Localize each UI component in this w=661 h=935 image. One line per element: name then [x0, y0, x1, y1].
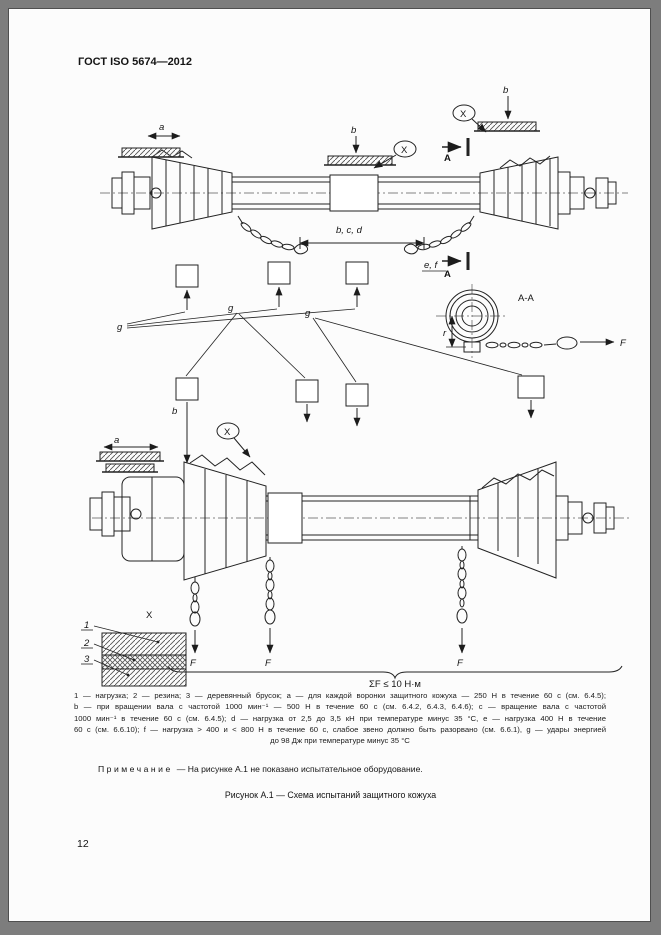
- section-view-aa: A-A r: [436, 284, 627, 358]
- detail-x-label: X: [460, 109, 467, 120]
- figure-key-line: b — при вращении вала с частотой 1000 ми…: [74, 702, 606, 712]
- load-bar-hatch: [477, 121, 537, 132]
- standard-designation: ГОСТ ISO 5674—2012: [78, 56, 193, 68]
- dim-bcd-label: b, c, d: [336, 225, 363, 236]
- impact-g-label: g: [117, 322, 123, 333]
- legend-item-number: 1: [84, 620, 89, 631]
- figure-note: Примечание— На рисунке А.1 не показано и…: [98, 764, 578, 774]
- fixed-support-hatch: [105, 463, 155, 473]
- dim-a-label: a: [114, 435, 119, 446]
- load-b-label: b: [172, 406, 177, 417]
- detail-x-legend: X 1 2 3: [81, 610, 187, 687]
- figure-key: 1 — нагрузка; 2 — резина; 3 — деревянный…: [74, 690, 606, 746]
- impact-block: [267, 261, 291, 285]
- page-number: 12: [77, 838, 89, 850]
- load-bar-hatch: [327, 155, 393, 166]
- chain: [456, 546, 468, 624]
- figure-key-line: до 98 Дж при температуре минус 35 °С: [270, 736, 410, 746]
- section-a-label: A: [444, 269, 451, 280]
- load-layer: [101, 632, 187, 656]
- load-ef-label: e, f: [424, 260, 439, 271]
- radius-r-label: r: [443, 328, 447, 339]
- legend-item-number: 3: [84, 654, 90, 665]
- figure-key-line: 1 — нагрузка; 2 — резина; 3 — деревянный…: [74, 691, 606, 700]
- lower-driveline-drawing: [89, 454, 630, 581]
- impact-block: [345, 261, 369, 285]
- hook-icon: [456, 608, 468, 624]
- force-f-label: F: [190, 658, 197, 669]
- impact-block: [345, 383, 369, 407]
- impact-block: [175, 264, 199, 288]
- chain: [189, 577, 201, 627]
- sum-force-brace: [167, 665, 623, 680]
- force-f-label: F: [620, 338, 627, 349]
- hook-icon: [556, 336, 578, 350]
- rubber-layer: [101, 654, 187, 670]
- load-b-label: b: [503, 85, 508, 96]
- figure-key-line: 1000 мин⁻¹ в течение 60 с (см. 6.4.5); d…: [74, 713, 606, 723]
- fixed-support-hatch: [121, 147, 181, 158]
- legend-item-number: 2: [83, 638, 90, 649]
- hook-icon: [403, 243, 419, 255]
- chain: [485, 336, 578, 350]
- note-label: Примечание: [98, 764, 173, 774]
- chain: [237, 215, 309, 255]
- hook-icon: [264, 609, 276, 625]
- sum-force-label: ΣF ≤ 10 Н·м: [369, 679, 421, 690]
- dim-a-label: a: [159, 122, 164, 133]
- upper-annotations: a b X b X A A: [118, 85, 540, 280]
- hook-icon: [293, 243, 309, 255]
- impact-block: [175, 377, 199, 401]
- hook-icon: [189, 611, 201, 627]
- impact-g-label: g: [305, 308, 311, 319]
- impact-block: [517, 375, 545, 399]
- section-a-label: A: [444, 153, 451, 164]
- figure-key-line: 60 с (см. 6.6.10); f — нагрузка > 400 и …: [74, 724, 606, 734]
- section-view-title: A-A: [518, 293, 535, 304]
- impact-block: [295, 379, 319, 403]
- impact-g-label: g: [228, 303, 234, 314]
- chain: [403, 215, 475, 255]
- detail-x-label: X: [401, 145, 408, 156]
- detail-x-title: X: [146, 610, 153, 621]
- force-f-label: F: [265, 658, 272, 669]
- fixed-support-hatch: [99, 451, 161, 462]
- detail-x-label: X: [224, 427, 231, 438]
- impact-test-blocks: g g g b: [117, 261, 545, 464]
- lower-annotations: a X F: [96, 422, 623, 690]
- load-b-label: b: [351, 125, 356, 136]
- note-text: — На рисунке А.1 не показано испытательн…: [176, 764, 423, 774]
- force-f-label: F: [457, 658, 464, 669]
- chain: [264, 557, 276, 625]
- figure-caption: Рисунок А.1 — Схема испытаний защитного …: [224, 790, 437, 800]
- wood-layer: [101, 668, 187, 687]
- upper-driveline-drawing: [100, 149, 628, 255]
